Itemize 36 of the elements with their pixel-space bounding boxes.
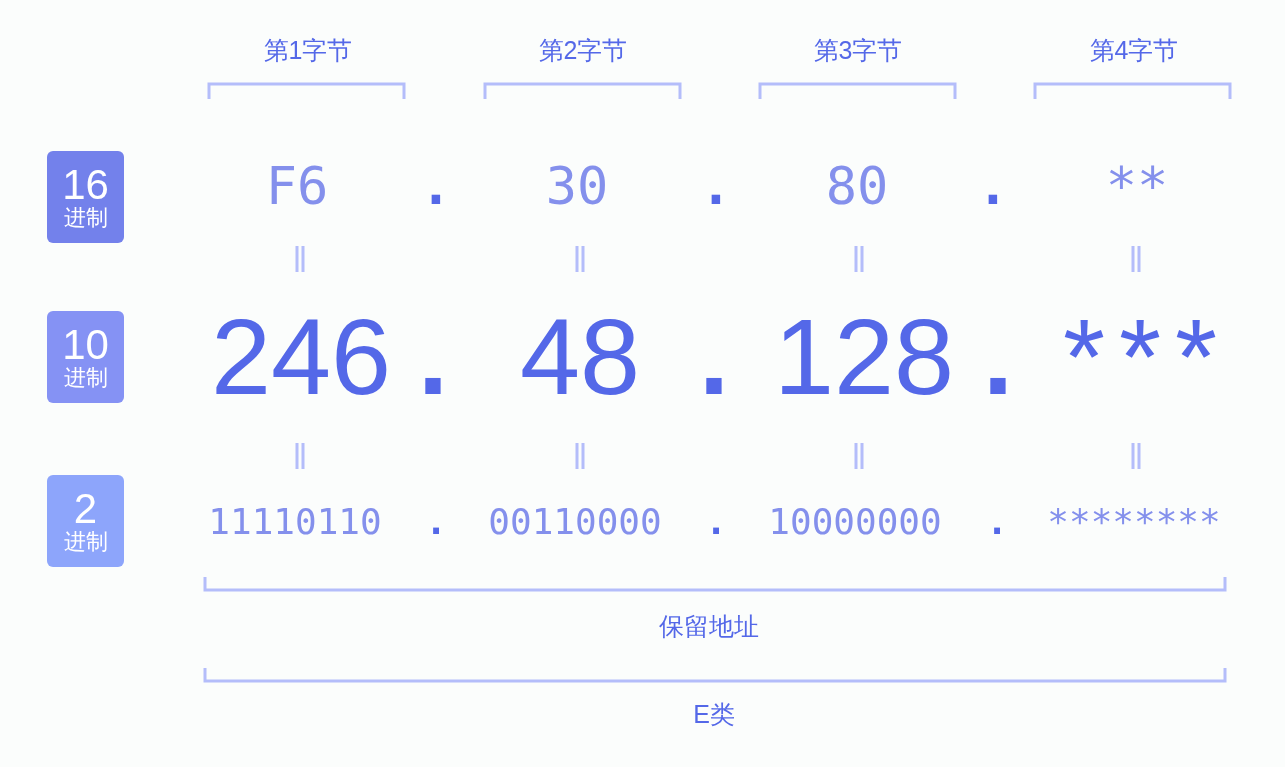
range-label: E类 — [693, 701, 735, 727]
dot-separator: . — [425, 504, 447, 540]
decimal-value: *** — [1061, 303, 1232, 411]
dot-separator: . — [699, 303, 729, 411]
base-label: 进制 — [63, 529, 108, 555]
dot-separator: . — [420, 160, 452, 212]
base-label: 进制 — [63, 205, 108, 231]
hex-value: 80 — [825, 160, 889, 212]
range-label: 保留地址 — [659, 613, 759, 639]
base-number: 2 — [73, 487, 98, 530]
dot-separator: . — [986, 504, 1008, 540]
base-badge — [47, 475, 124, 567]
dot-separator: . — [983, 303, 1013, 411]
dot-separator: . — [977, 160, 1009, 212]
base-label: 进制 — [63, 365, 108, 391]
binary-value: 10000000 — [768, 504, 942, 540]
byte-label: 第2字节 — [538, 37, 628, 63]
binary-value: 00110000 — [488, 504, 662, 540]
dot-separator: . — [705, 504, 727, 540]
binary-value: 11110110 — [208, 504, 382, 540]
dot-separator: . — [700, 160, 732, 212]
decimal-value: 48 — [519, 303, 641, 411]
base-badge — [47, 151, 124, 243]
binary-value: ******** — [1047, 504, 1221, 540]
decimal-value: 246 — [210, 303, 392, 411]
dot-separator: . — [418, 303, 448, 411]
byte-label: 第4字节 — [1089, 37, 1179, 63]
hex-value: F6 — [265, 160, 329, 212]
hex-value: ** — [1105, 160, 1169, 212]
base-badge — [47, 311, 124, 403]
decimal-value: 128 — [773, 303, 955, 411]
byte-label: 第1字节 — [263, 37, 353, 63]
hex-value: 30 — [545, 160, 609, 212]
base-number: 10 — [62, 323, 109, 366]
byte-label: 第3字节 — [813, 37, 903, 63]
base-number: 16 — [62, 163, 109, 206]
